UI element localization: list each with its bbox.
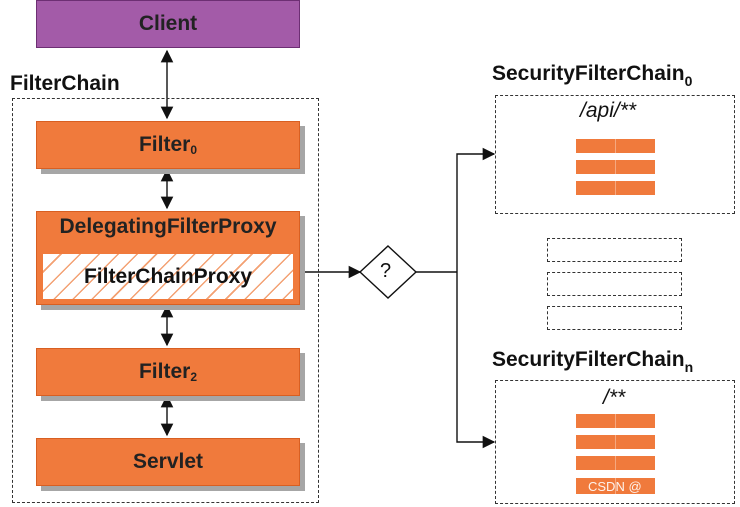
placeholder-chain-2: [547, 272, 682, 296]
security-chain-0-filter-2: [576, 160, 655, 174]
security-chain-n-title: SecurityFilterChainn: [492, 348, 694, 375]
security-chain-0-base: SecurityFilterChain: [492, 62, 685, 85]
security-chain-n-subscript: n: [684, 359, 694, 375]
csdn-watermark: CSDN @: [588, 479, 642, 494]
filter-chain-title: FilterChain: [10, 72, 120, 95]
decision-label: ?: [380, 260, 392, 282]
delegating-proxy-box: DelegatingFilterProxy FilterChainProxy: [36, 211, 300, 305]
security-chain-n-filter-3: [576, 456, 655, 470]
security-chain-n-pattern: /**: [603, 386, 626, 409]
security-chain-0-divider: [615, 139, 616, 195]
security-chain-0-subscript: 0: [684, 73, 693, 89]
security-chain-0-box: [495, 95, 735, 214]
security-chain-n-box: [495, 380, 735, 504]
security-chain-n-base: SecurityFilterChain: [492, 348, 685, 371]
client-box: Client: [36, 0, 300, 48]
filter-chain-container: [12, 98, 319, 503]
client-label: Client: [138, 12, 198, 35]
security-chain-n-filter-2: [576, 435, 655, 449]
servlet-label: Servlet: [132, 450, 204, 473]
filter-chain-proxy-label: FilterChainProxy: [83, 264, 253, 288]
placeholder-chain-3: [547, 306, 682, 330]
security-chain-0-filter-1: [576, 139, 655, 153]
branch-up: [456, 147, 496, 272]
filter-chain-proxy-box: FilterChainProxy: [42, 253, 294, 300]
delegating-proxy-label: DelegatingFilterProxy: [59, 215, 277, 238]
filter2-subscript: 2: [190, 370, 198, 384]
filter0-subscript: 0: [190, 143, 198, 157]
security-chain-0-title: SecurityFilterChain0: [492, 62, 693, 89]
placeholder-chain-1: [547, 238, 682, 262]
security-chain-n-filter-1: [576, 414, 655, 428]
security-chain-0-filter-3: [576, 181, 655, 195]
servlet-box: Servlet: [36, 438, 300, 486]
decision-diamond: [358, 245, 418, 299]
security-chain-n-divider: [615, 414, 616, 494]
filter0-label: Filter: [138, 133, 191, 156]
security-chain-0-pattern: /api/**: [580, 99, 637, 122]
branch-down: [456, 272, 496, 449]
security-chain-n-filter-4: [576, 478, 655, 494]
filter2-label: Filter: [138, 360, 191, 383]
